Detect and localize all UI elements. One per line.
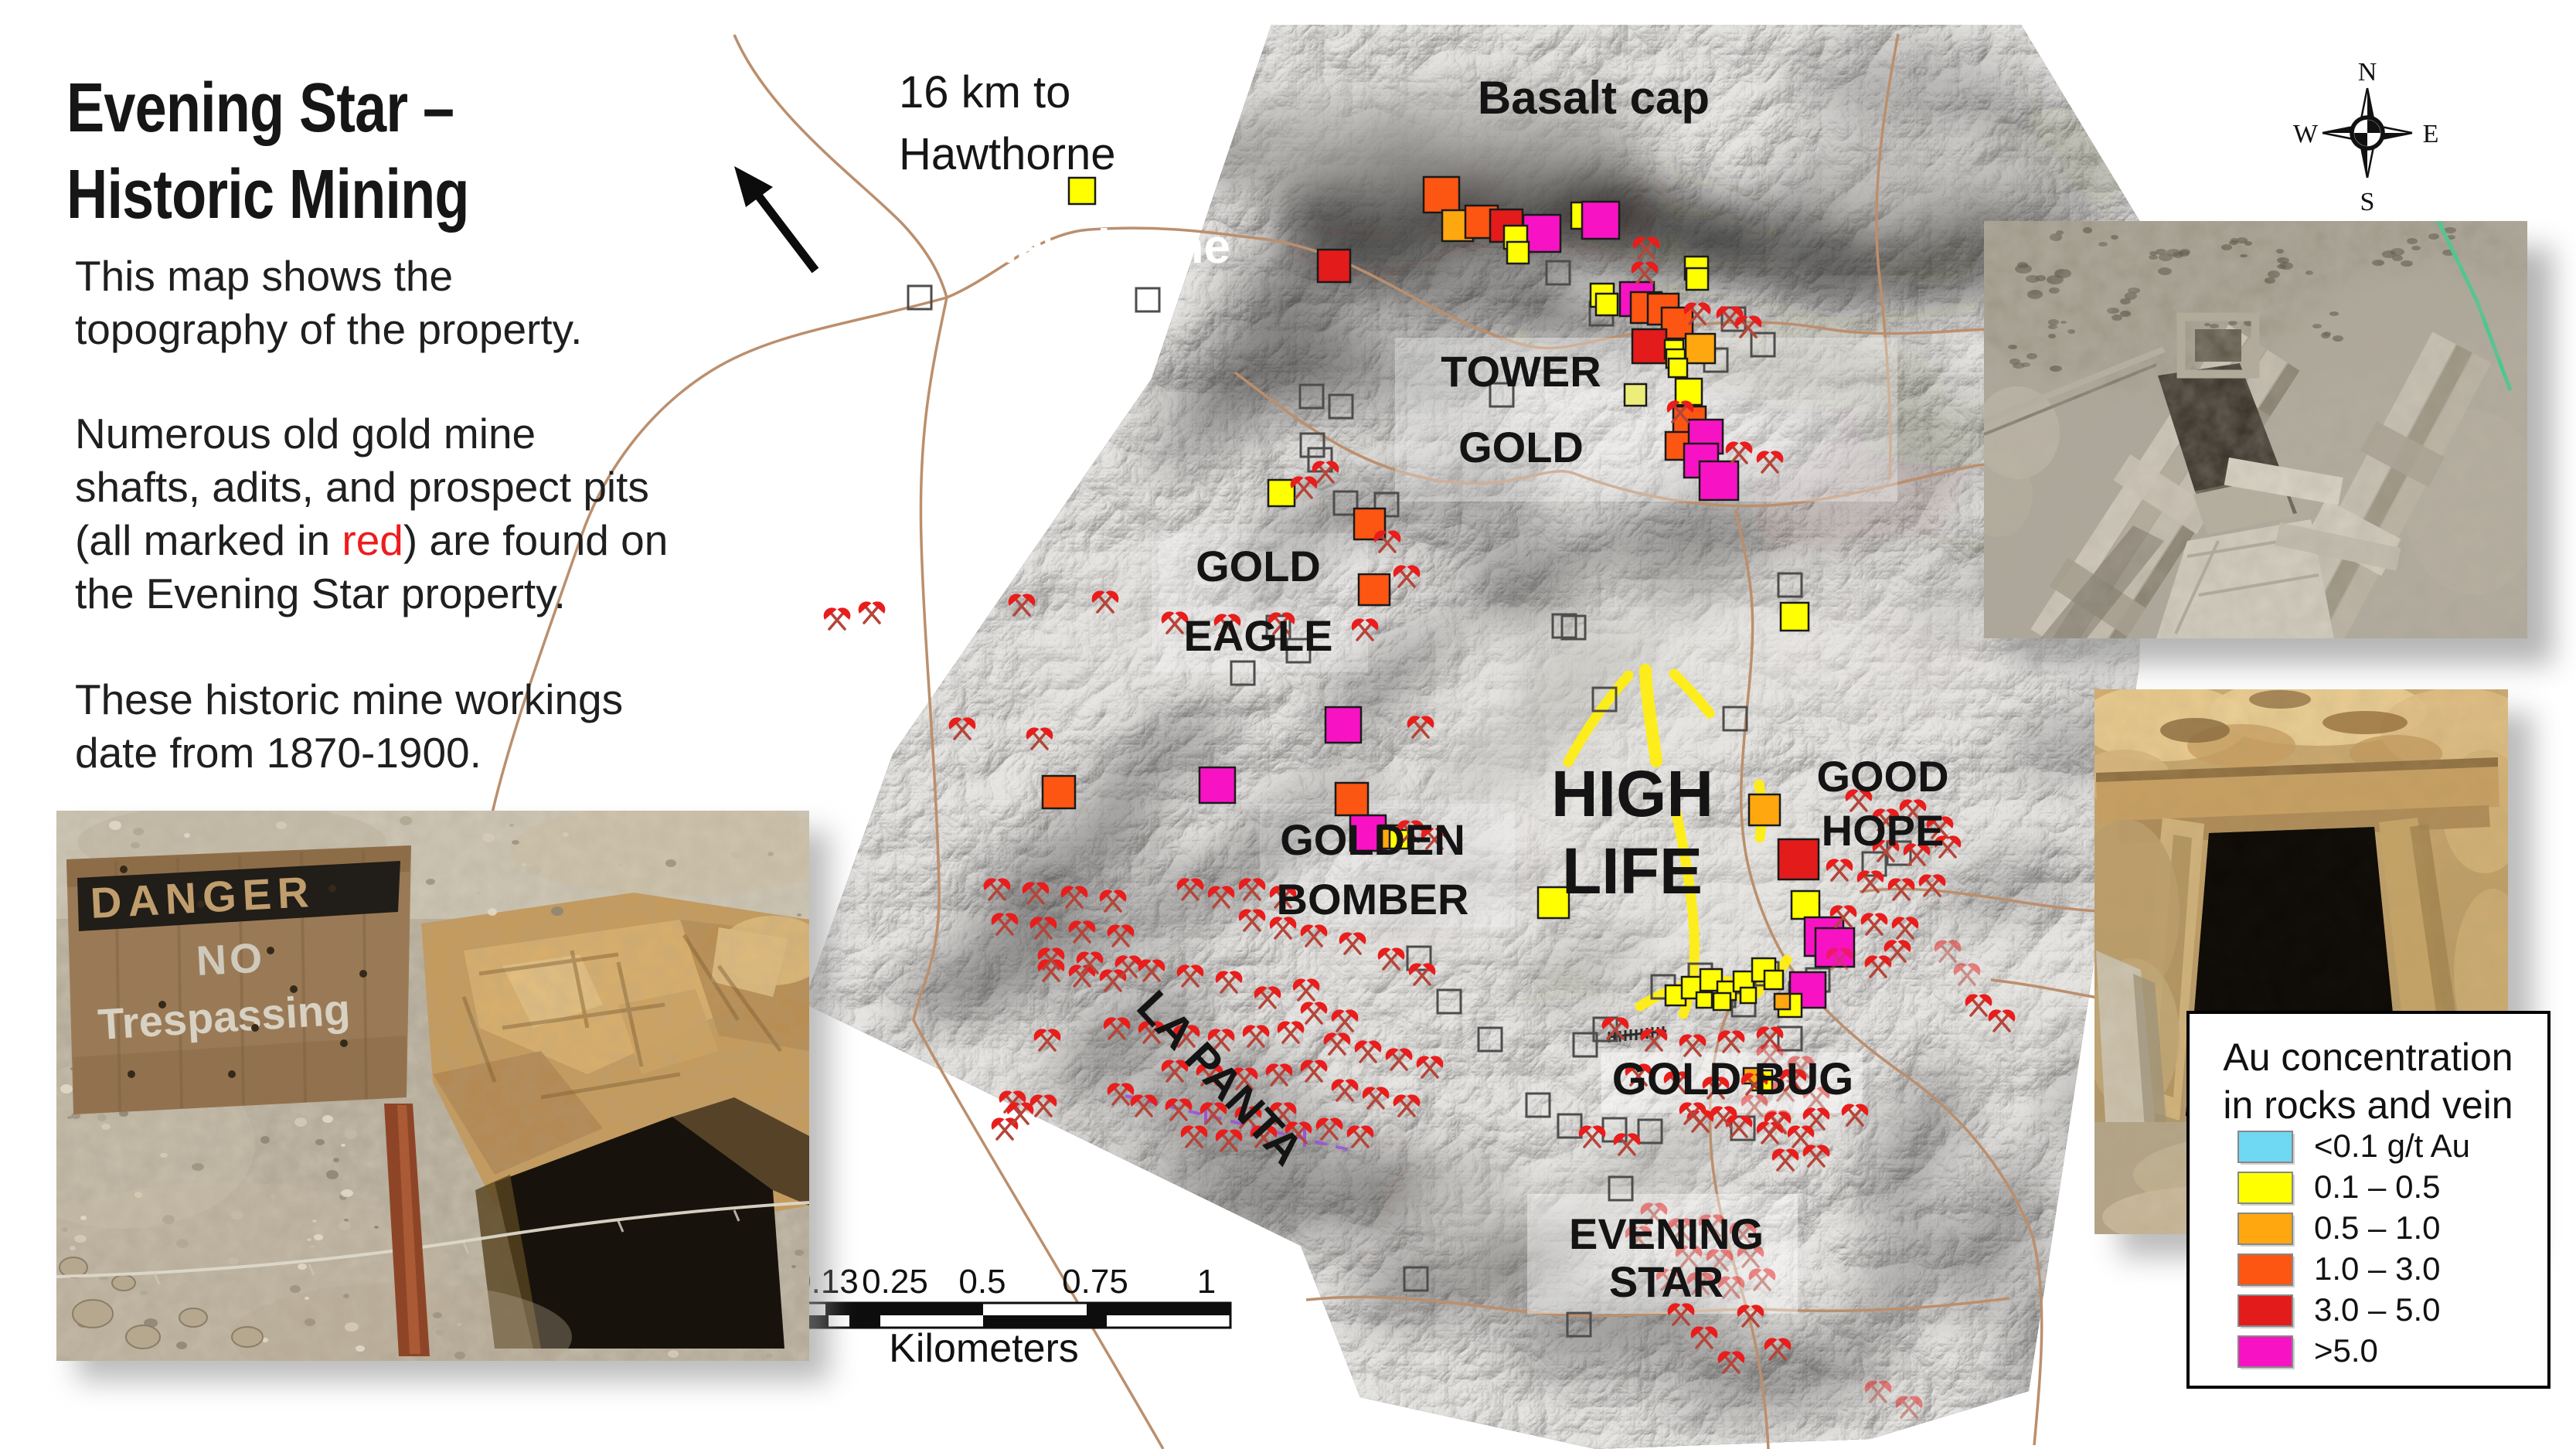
svg-text:0.5: 0.5 (958, 1263, 1006, 1301)
svg-text:GOLD: GOLD (1196, 542, 1321, 590)
svg-text:<0.1 g/t Au: <0.1 g/t Au (2314, 1128, 2470, 1164)
svg-text:S: S (2360, 188, 2375, 216)
svg-text:GOLDEN: GOLDEN (1280, 815, 1465, 864)
svg-text:1.0 – 3.0: 1.0 – 3.0 (2314, 1250, 2440, 1287)
svg-text:EAGLE: EAGLE (1184, 611, 1333, 660)
svg-text:1: 1 (1197, 1263, 1216, 1301)
svg-text:DANGER: DANGER (89, 867, 316, 927)
svg-text:LIFE: LIFE (1562, 835, 1703, 907)
svg-text:3.0 – 5.0: 3.0 – 5.0 (2314, 1291, 2440, 1328)
svg-text:0.75: 0.75 (1062, 1263, 1128, 1301)
svg-text:Kilometers: Kilometers (889, 1326, 1079, 1371)
svg-text:W: W (2293, 120, 2319, 148)
svg-text:0.1 – 0.5: 0.1 – 0.5 (2314, 1168, 2440, 1205)
svg-text:in rocks and vein: in rocks and vein (2223, 1083, 2513, 1127)
svg-text:Hawthorne: Hawthorne (983, 220, 1230, 274)
svg-text:HIGH: HIGH (1551, 757, 1713, 830)
svg-text:Au concentration: Au concentration (2223, 1036, 2513, 1079)
svg-text:NO: NO (195, 934, 266, 985)
svg-text:N: N (2358, 58, 2377, 87)
svg-text:Basalt cap: Basalt cap (1478, 72, 1710, 124)
svg-text:E: E (2423, 120, 2439, 148)
svg-text:GOLD: GOLD (1458, 423, 1584, 471)
svg-text:HOPE: HOPE (1822, 806, 1945, 855)
svg-text:BOMBER: BOMBER (1277, 875, 1469, 923)
svg-text:EVENING: EVENING (1569, 1209, 1764, 1258)
svg-text:GOOD: GOOD (1816, 752, 1948, 801)
svg-text:TOWER: TOWER (1441, 347, 1601, 396)
svg-text:STAR: STAR (1609, 1257, 1724, 1306)
svg-text:>5.0: >5.0 (2314, 1332, 2378, 1369)
svg-text:GOLD BUG: GOLD BUG (1612, 1054, 1854, 1104)
svg-text:0.5 – 1.0: 0.5 – 1.0 (2314, 1209, 2440, 1246)
svg-text:0.25: 0.25 (862, 1263, 928, 1301)
